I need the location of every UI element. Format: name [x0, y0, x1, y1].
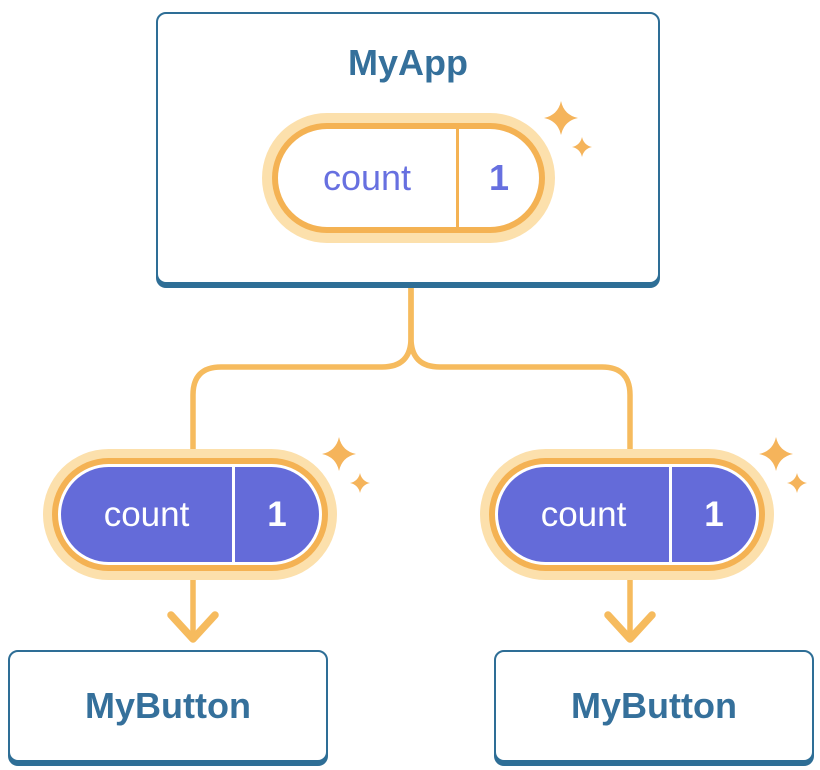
pill-glow-ring: count 1: [262, 113, 555, 243]
pill-divider: [669, 467, 672, 562]
pill-glow-ring: count 1: [480, 449, 774, 580]
pill-inner-ring: count 1: [58, 464, 322, 565]
prop-name-label: count: [103, 494, 190, 534]
component-title: MyButton: [85, 685, 251, 726]
pill-glow-ring: count 1: [43, 449, 337, 580]
prop-value-label: 1: [704, 494, 724, 534]
pill-divider: [456, 129, 459, 227]
prop-name-label: count: [540, 494, 627, 534]
arrowhead-down-icon: [604, 611, 656, 643]
component-card-mybutton-left: MyButton: [8, 650, 328, 762]
arrowhead-down-icon: [167, 611, 219, 643]
component-card-mybutton-right: MyButton: [494, 650, 814, 762]
pill-body: count 1: [278, 129, 539, 227]
pill-border-ring: count 1: [272, 123, 545, 233]
component-title: MyButton: [571, 685, 737, 726]
pill-divider: [232, 467, 235, 562]
pill-border-ring: count 1: [489, 458, 765, 571]
pill-border-ring: count 1: [52, 458, 328, 571]
wire-root-to-left-child: [190, 284, 414, 639]
sparkle-icon: [322, 437, 370, 493]
wire-root-to-right-child: [408, 284, 633, 639]
prop-pill-left: count 1: [43, 449, 337, 580]
prop-value-label: 1: [267, 494, 287, 534]
state-name-label: count: [322, 157, 412, 198]
sparkle-icon: [544, 101, 592, 157]
pill-body: count 1: [61, 467, 319, 562]
state-pill-root: count 1: [262, 113, 555, 243]
pill-body: count 1: [498, 467, 756, 562]
pill-inner-ring: count 1: [495, 464, 759, 565]
sparkle-icon: [759, 437, 807, 493]
prop-pill-right: count 1: [480, 449, 774, 580]
state-value-label: 1: [488, 157, 510, 198]
component-title: MyApp: [348, 42, 468, 83]
